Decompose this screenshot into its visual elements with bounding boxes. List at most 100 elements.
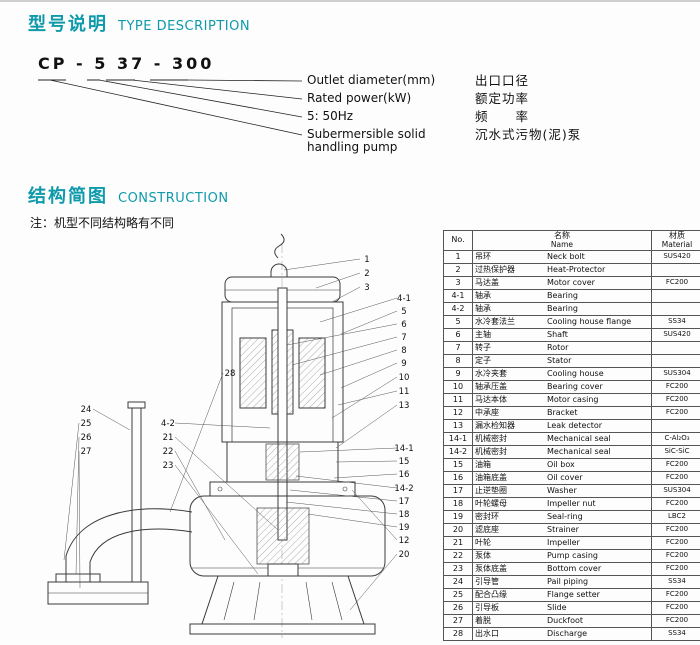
- part-name-cn: 泵体: [475, 552, 547, 561]
- part-name-en: Cooling house: [547, 370, 604, 379]
- part-name-cn: 转子: [475, 344, 547, 353]
- part-no: 16: [444, 472, 473, 485]
- part-name-en: Bearing: [547, 305, 578, 314]
- part-no: 21: [444, 537, 473, 550]
- callout-leader: [352, 490, 397, 540]
- part-name-cn: 油箱底盖: [475, 474, 547, 483]
- part-name-cn: 滤底座: [475, 526, 547, 535]
- part-no: 3: [444, 277, 473, 290]
- part-material: FC200: [652, 381, 700, 394]
- pump-cross-section-drawing: 1234-15678910111314-1151614-217181912202…: [20, 230, 440, 642]
- callout-number: 11: [399, 387, 410, 397]
- part-name-en: Impeller: [547, 539, 580, 548]
- part-material: FC200: [652, 498, 700, 511]
- flange-setter: [56, 574, 100, 582]
- part-name-en: Bracket: [547, 409, 577, 418]
- part-name-cn: 轴承压盖: [475, 383, 547, 392]
- part-material: C-Al₂O₃: [652, 433, 700, 446]
- part-name-en: Motor casing: [547, 396, 599, 405]
- col-header-name-en: Name: [475, 241, 649, 249]
- callout-leader: [93, 409, 130, 430]
- stator-left: [240, 338, 266, 408]
- part-no: 6: [444, 329, 473, 342]
- type-description-heading: 型号说明 TYPE DESCRIPTION: [28, 10, 250, 36]
- model-label-cn: 出口口径: [475, 74, 529, 87]
- callout-number: 13: [399, 401, 410, 411]
- discharge-elbow-outer: [66, 509, 192, 582]
- callout-number: 12: [399, 536, 410, 546]
- callout-number: 2: [364, 269, 369, 279]
- part-material: FC200: [652, 537, 700, 550]
- part-name-en: Stator: [547, 357, 571, 366]
- part-name-cn: 马达本体: [475, 396, 547, 405]
- part-no: 8: [444, 355, 473, 368]
- model-label-cn: 频 率: [475, 110, 529, 123]
- part-name-en: Duckfoot: [547, 617, 583, 626]
- callout-number: 14-2: [394, 484, 413, 494]
- stator-right: [299, 338, 325, 408]
- callout-leader: [287, 324, 397, 345]
- callout-number: 4-1: [397, 294, 411, 304]
- callout-number: 7: [401, 333, 406, 343]
- part-name-cn: 泵体底盖: [475, 565, 547, 574]
- part-name-cn: 水冷夹套: [475, 370, 547, 379]
- part-name-cn: 止逆垫圈: [475, 487, 547, 496]
- part-material: [652, 342, 700, 355]
- part-name-cn: 引导管: [475, 578, 547, 587]
- part-material: FC200: [652, 277, 700, 290]
- callout-number: 25: [81, 419, 92, 429]
- part-name-en: Bearing: [547, 292, 578, 301]
- part-no: 14-2: [444, 446, 473, 459]
- callout-number: 10: [399, 373, 410, 383]
- callout-leader: [170, 373, 223, 512]
- part-material: FC200: [652, 459, 700, 472]
- part-material: FC200: [652, 524, 700, 537]
- model-label-en: Subermersible solid handling pump: [307, 128, 472, 154]
- part-no: 4-1: [444, 290, 473, 303]
- part-name-cn: 吊环: [475, 253, 547, 262]
- callout-number: 16: [399, 470, 410, 480]
- part-name-cn: 轴承: [475, 292, 547, 301]
- callout-leader: [341, 363, 397, 388]
- callout-number: 15: [399, 457, 410, 467]
- table-header-row: No. 名称 Name 材质 Material: [444, 231, 700, 251]
- part-material: SUS304: [652, 368, 700, 381]
- part-name-en: Neck bolt: [547, 253, 585, 262]
- type-heading-cn: 型号说明: [28, 10, 108, 36]
- callout-leader: [336, 461, 397, 462]
- callout-leader: [341, 311, 397, 334]
- part-name-cn: 定子: [475, 357, 547, 366]
- callout-leader: [338, 391, 397, 405]
- part-material: SUS304: [652, 485, 700, 498]
- part-name-en: Pump casing: [547, 552, 598, 561]
- callout-leader: [334, 474, 397, 478]
- callout-number: 6: [401, 320, 406, 330]
- callout-number: 28: [225, 369, 236, 379]
- part-name-cn: 配合凸缘: [475, 591, 547, 600]
- part-name-en: Mechanical seal: [547, 435, 611, 444]
- part-no: 22: [444, 550, 473, 563]
- callout-number: 17: [399, 497, 410, 507]
- part-no: 14-1: [444, 433, 473, 446]
- part-name-cn: 主轴: [475, 331, 547, 340]
- part-name-cn: 叶轮: [475, 539, 547, 548]
- part-name-en: Mechanical seal: [547, 448, 611, 457]
